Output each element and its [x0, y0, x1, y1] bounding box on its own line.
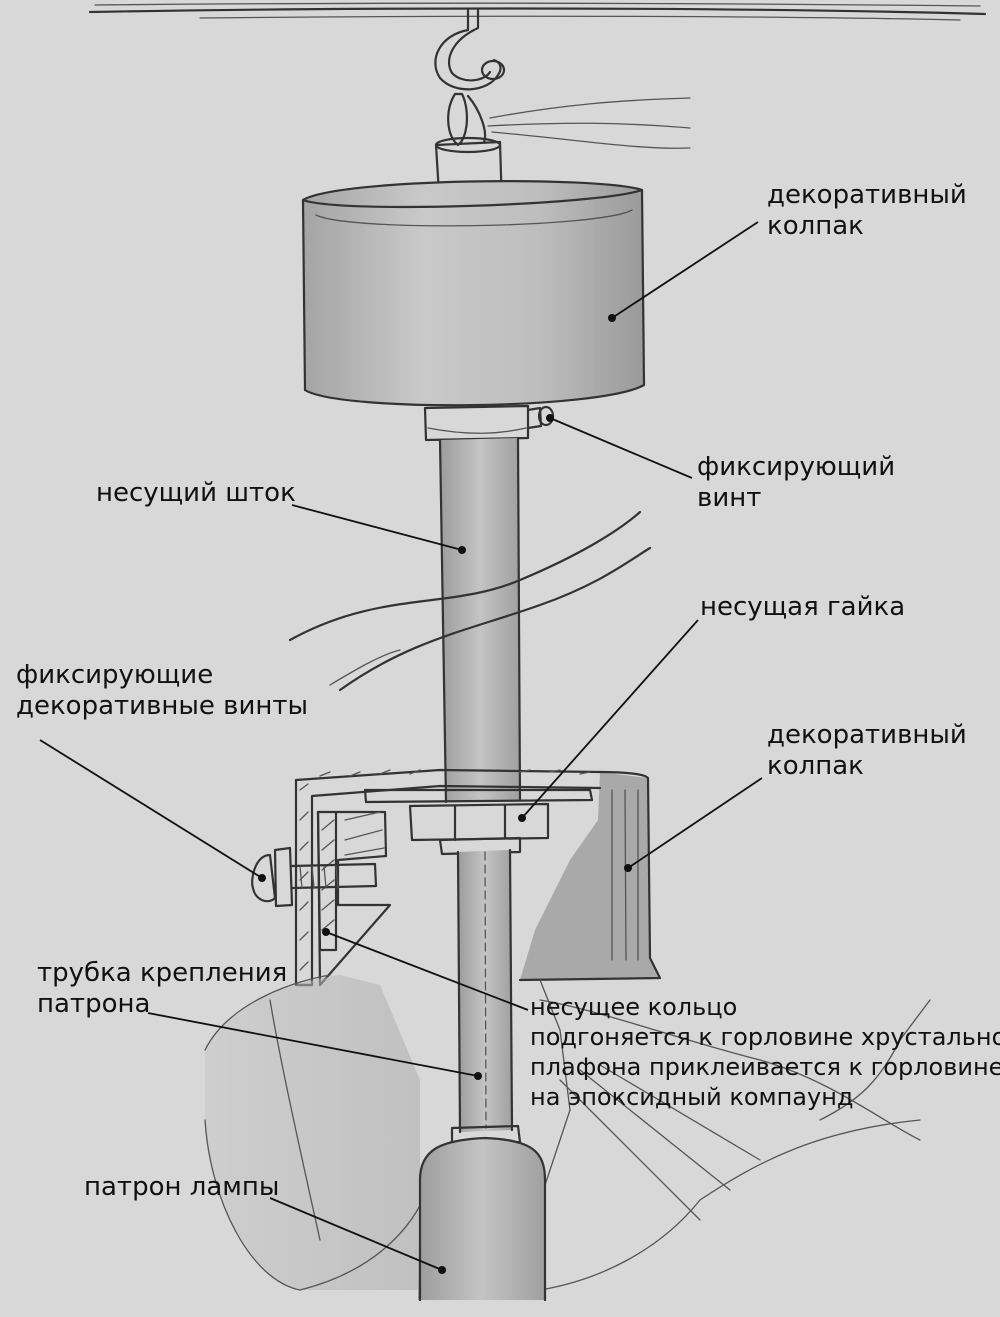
cap-collar [423, 404, 530, 442]
label-ring-line3: плафона приклеивается к горловине [530, 1053, 1000, 1081]
top-decorative-cap [301, 180, 646, 407]
label-cap-bottom-line2: колпак [767, 751, 864, 781]
label-nut: несущая гайка [700, 592, 906, 622]
label-tube-line1: трубка крепления [37, 958, 288, 988]
label-ring-line1: несущее кольцо [530, 993, 738, 1021]
label-deco-screws-line2: декоративные винты [16, 691, 309, 721]
leader-socket [269, 1197, 443, 1271]
label-deco-screws: фиксирующие декоративные винты [16, 660, 308, 722]
decorative-screw [251, 846, 378, 908]
label-cap-top: декоративный колпак [767, 180, 967, 242]
label-cap-bottom-line1: декоративный [767, 720, 967, 750]
label-tube-line2: патрона [37, 989, 151, 1019]
label-cap-top-line2: колпак [767, 211, 864, 241]
label-fix-screw: фиксирующий винт [697, 452, 895, 514]
leader-nut [521, 619, 699, 819]
leader-deco-screws [39, 739, 263, 879]
label-tube: трубка крепления патрона [37, 958, 287, 1020]
leader-dots [258, 314, 632, 1274]
leader-tube [147, 1012, 479, 1077]
label-cap-bottom: декоративный колпак [767, 720, 967, 782]
leader-rod [291, 504, 463, 551]
carrying-rod [438, 436, 522, 804]
label-cap-top-line1: декоративный [767, 180, 967, 210]
leader-fix-screw [549, 417, 693, 479]
label-fix-screw-line1: фиксирующий [697, 452, 896, 482]
carrying-ring [316, 810, 392, 987]
leader-lines [39, 221, 763, 1271]
leader-cap-top [611, 221, 759, 319]
label-deco-screws-line1: фиксирующие [16, 660, 214, 690]
holder-tube [456, 848, 514, 1134]
label-fix-screw-line2: винт [697, 483, 762, 513]
wires [487, 97, 691, 149]
label-ring-line4: на эпоксидный компаунд [530, 1083, 854, 1111]
label-socket: патрон лампы [84, 1172, 280, 1202]
wire-loop [288, 510, 652, 692]
lamp-socket [418, 1124, 547, 1302]
label-ring: несущее кольцо подгоняется к горловине х… [530, 992, 1000, 1112]
label-ring-line2: подгоняется к горловине хрустального [530, 1023, 1000, 1051]
carrying-nut [408, 802, 550, 856]
washer-plate [363, 788, 594, 804]
leader-cap-bottom [627, 777, 763, 869]
ceiling [88, 2, 987, 21]
bottom-decorative-cap [518, 770, 662, 982]
ceiling-hook [434, 8, 506, 91]
leader-ring [325, 931, 529, 1011]
label-rod: несущий шток [96, 478, 296, 508]
